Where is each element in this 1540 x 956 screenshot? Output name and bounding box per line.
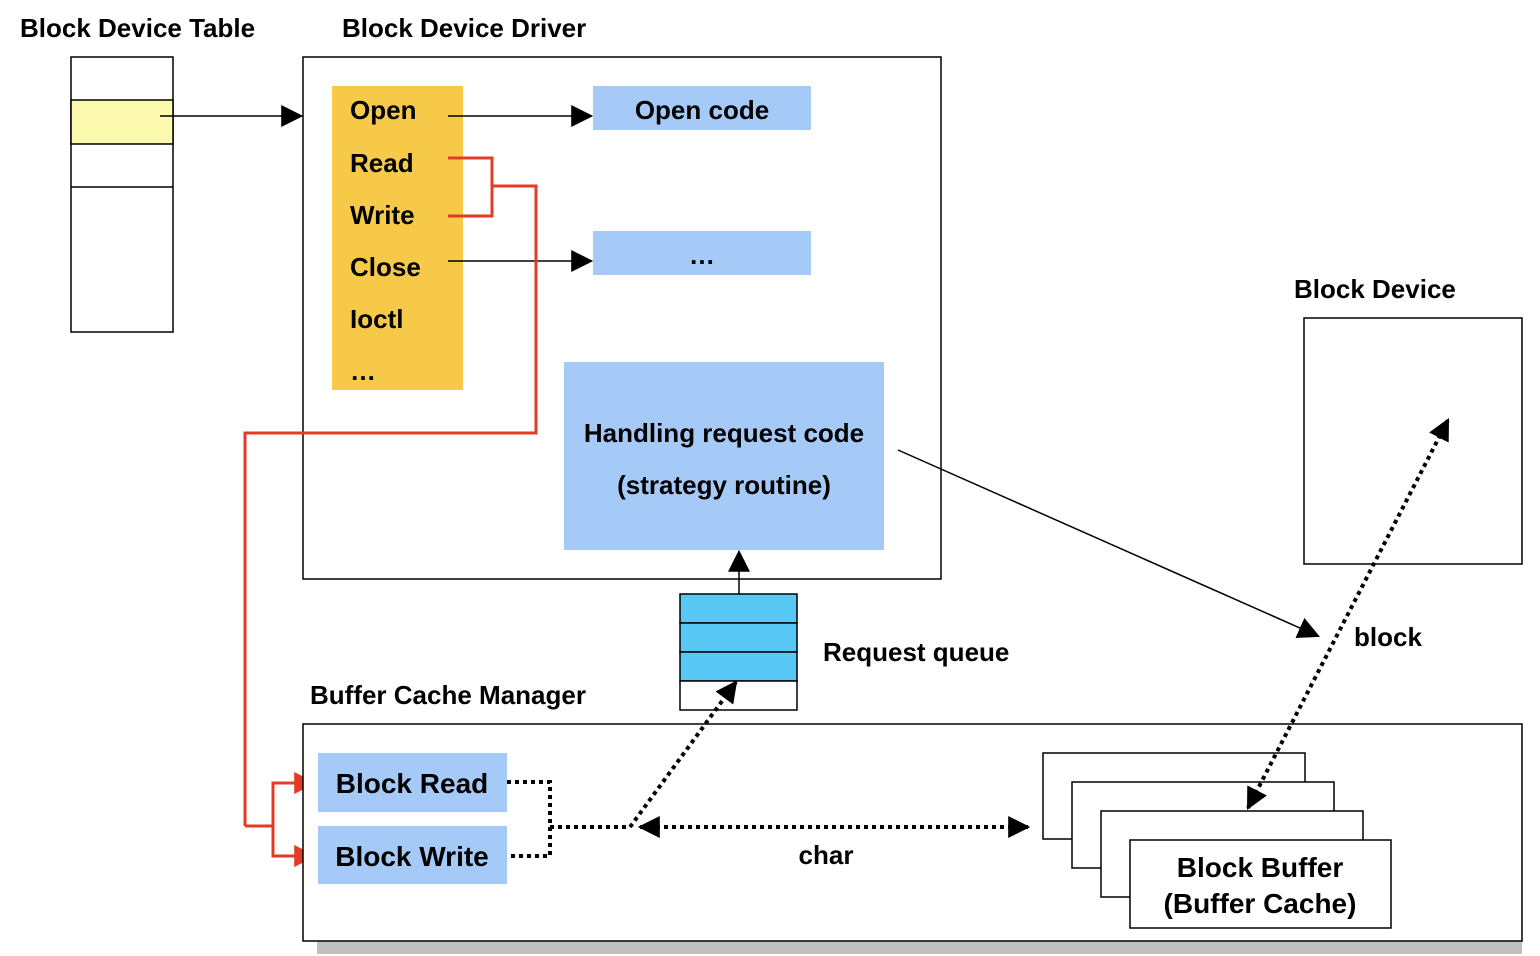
block-device-table — [70, 56, 174, 333]
read-write-path — [243, 156, 538, 867]
char-transfer-label: char — [799, 840, 854, 870]
op-read: Read — [350, 148, 414, 178]
strategy-routine-line1: Handling request code — [584, 418, 864, 448]
block-write-label: Block Write — [335, 841, 489, 872]
block-device-table-title: Block Device Table — [20, 13, 255, 43]
strategy-to-device-arrow — [897, 449, 1321, 639]
open-code-box — [593, 86, 811, 130]
dotted-paths — [507, 418, 1450, 858]
other-code-label: … — [689, 240, 715, 270]
block-buffer-line2: (Buffer Cache) — [1164, 888, 1357, 919]
op-close: Close — [350, 252, 421, 282]
request-queue — [679, 593, 798, 711]
block-read-box — [318, 753, 507, 812]
block-read-label: Block Read — [336, 768, 489, 799]
block-transfer-path — [1246, 418, 1450, 810]
block-buffer-front — [1129, 839, 1392, 929]
other-code-box — [593, 231, 811, 275]
block-transfer-label: block — [1354, 622, 1422, 652]
block-write-box — [318, 826, 507, 884]
request-queue-label: Request queue — [823, 637, 1009, 667]
open-code-label: Open code — [635, 95, 769, 125]
op-write: Write — [350, 200, 415, 230]
buffer-cache-manager-title: Buffer Cache Manager — [310, 680, 586, 710]
op-open: Open — [350, 95, 416, 125]
queue-slot-empty — [679, 680, 798, 711]
junction-to-queue-path — [628, 680, 738, 829]
strategy-routine-line2: (strategy routine) — [617, 470, 831, 500]
op-ioctl: Ioctl — [350, 304, 403, 334]
queue-slot — [679, 651, 798, 682]
queue-slot — [679, 593, 798, 624]
table-row-highlighted — [70, 99, 174, 145]
block-device-box — [1303, 317, 1523, 565]
block-buffer-line1: Block Buffer — [1177, 852, 1344, 883]
read-write-merge-path — [507, 780, 552, 858]
driver-ops-panel — [332, 86, 463, 390]
block-device-title: Block Device — [1294, 274, 1456, 304]
block-device-driver-title: Block Device Driver — [342, 13, 586, 43]
queue-slot — [679, 622, 798, 653]
strategy-routine-box — [564, 362, 884, 550]
op-more: … — [350, 356, 376, 386]
